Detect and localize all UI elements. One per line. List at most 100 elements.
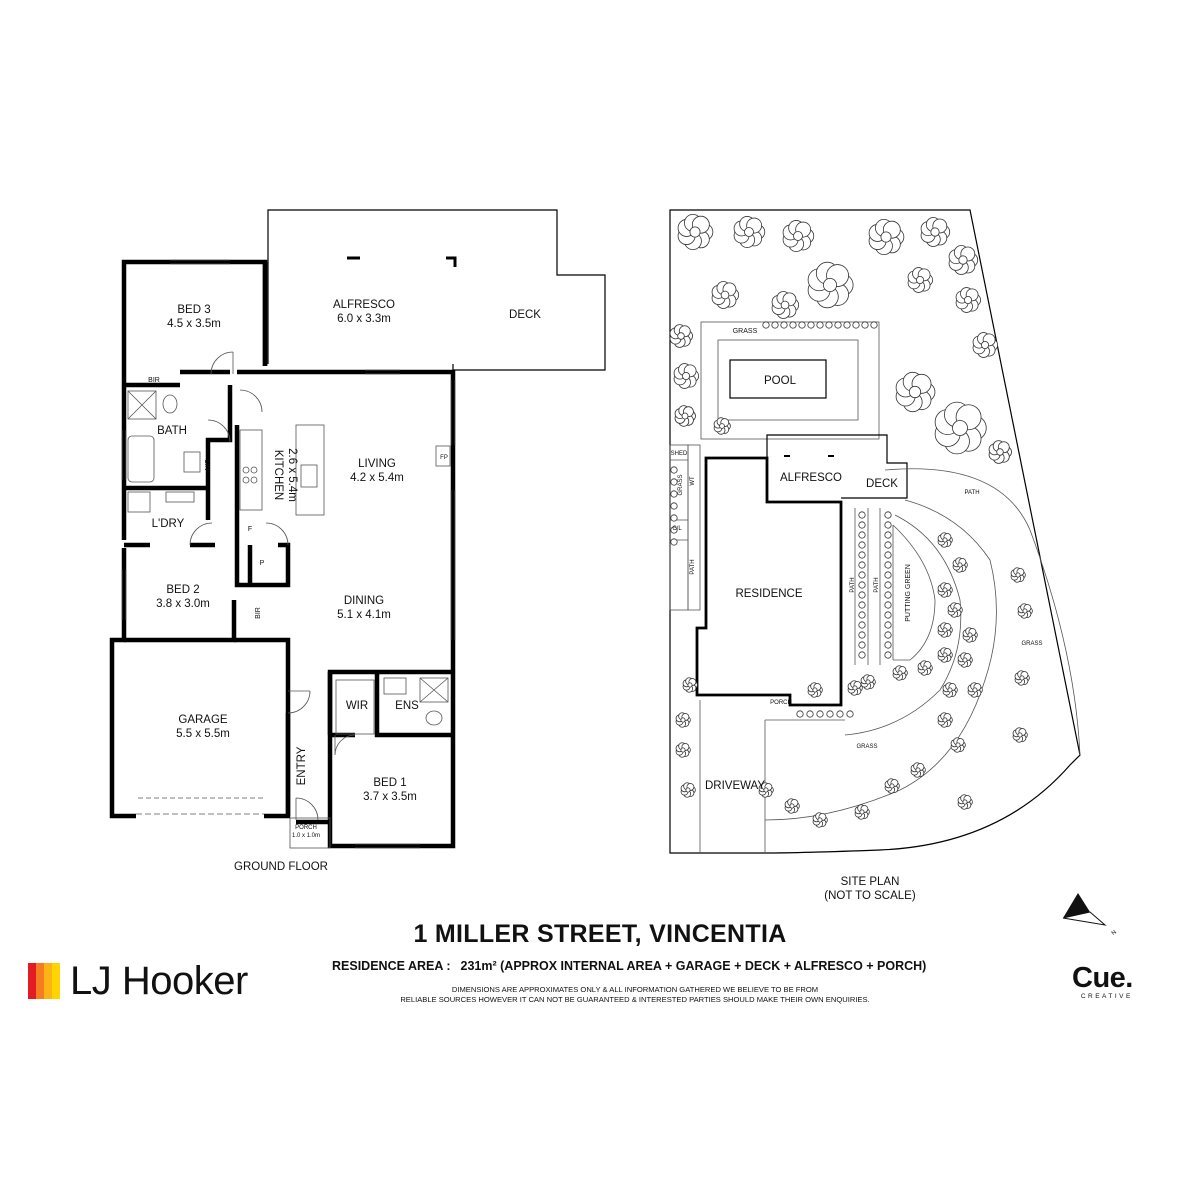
dining-dims: 5.1 x 4.1m: [337, 609, 391, 621]
hedge-icon: [884, 631, 892, 639]
tree-icon: [1017, 603, 1033, 619]
hedge-icon: [670, 478, 678, 486]
path-a-label: PATH: [850, 577, 856, 592]
hedge-icon: [884, 511, 892, 519]
hedge-icon: [858, 581, 866, 589]
dining-name: DINING: [344, 595, 384, 607]
hedge-icon: [670, 490, 678, 498]
tree-icon: [674, 405, 696, 427]
hedge-icon: [825, 321, 833, 329]
logo-bar-1: [28, 963, 36, 999]
tree-icon: [957, 652, 973, 668]
disclaimer: DIMENSIONS ARE APPROXIMATES ONLY & ALL I…: [400, 985, 870, 1004]
tree-icon: [937, 622, 953, 638]
hedge-icon: [884, 571, 892, 579]
tree-icon: [807, 682, 823, 698]
hedge-icon: [858, 571, 866, 579]
floor-caption: GROUND FLOOR: [234, 861, 328, 873]
shed-label: SHED: [671, 451, 688, 457]
hedge-icon: [798, 321, 806, 329]
tree-icon: [988, 440, 1012, 464]
path-b-label: PATH: [874, 577, 880, 592]
lin-label: LIN: [203, 460, 210, 471]
residence-label: RESIDENCE: [735, 588, 802, 600]
hedge-icon: [858, 651, 866, 659]
credit-sub: CREATIVE: [1080, 993, 1133, 1000]
laundry-label: L'DRY: [152, 518, 185, 530]
grass-top-label: GRASS: [733, 328, 758, 335]
hedge-icon: [884, 521, 892, 529]
tree-icon: [868, 218, 905, 256]
tree-icon: [807, 261, 854, 309]
tree-icon: [934, 401, 987, 455]
tree-icon: [711, 281, 740, 309]
tree-icon: [937, 712, 953, 728]
tree-icon: [955, 287, 981, 313]
tree-icon: [950, 737, 966, 753]
living-name: LIVING: [358, 458, 396, 470]
tree-icon: [782, 220, 815, 252]
hedge-icon: [807, 321, 815, 329]
hedge-icon: [858, 641, 866, 649]
alfresco-deck-outline: [267, 209, 606, 371]
putting-green-label: PUTTING GREEN: [905, 564, 912, 622]
tree-icon: [669, 324, 693, 348]
toilet-icon: [162, 394, 178, 414]
entry-label: ENTRY: [296, 746, 308, 785]
hedge-icon: [858, 631, 866, 639]
door-swing-icon: [189, 351, 356, 821]
credit-name: Cue.: [1072, 962, 1133, 994]
tree-icon: [680, 782, 696, 798]
site-deck-label: DECK: [866, 478, 898, 490]
hedge-icon: [789, 321, 797, 329]
tree-icon: [917, 660, 933, 676]
path-left-label: PATH: [690, 559, 696, 574]
hedge-icon: [670, 502, 678, 510]
bed1-dims: 3.7 x 3.5m: [363, 791, 417, 803]
logo-bar-2: [36, 963, 44, 999]
floor-labels: BED 3 4.5 x 3.5m ALFRESCO 6.0 x 3.3m DEC…: [148, 299, 541, 873]
bed1-name: BED 1: [373, 777, 406, 789]
tree-icon: [669, 213, 1033, 828]
wir-label: WIR: [346, 700, 368, 712]
tree-icon: [972, 332, 998, 358]
tree-icon: [675, 712, 691, 728]
hedge-icon: [884, 551, 892, 559]
tree-icon: [937, 647, 953, 663]
bed2-dims: 3.8 x 3.0m: [156, 598, 210, 610]
path-right-label: PATH: [964, 490, 979, 496]
living-dims: 4.2 x 5.4m: [350, 472, 404, 484]
cl-label: C/L: [672, 526, 682, 532]
tree-icon: [948, 245, 979, 275]
hedge-icon: [884, 561, 892, 569]
tree-icon: [884, 778, 900, 794]
grass-left-label: GRASS: [678, 474, 684, 495]
alfresco-name: ALFRESCO: [333, 299, 395, 311]
tree-icon: [854, 804, 870, 820]
hedge-icon: [870, 321, 878, 329]
north-arrow-icon: N: [1062, 893, 1118, 937]
site-caption-1: SITE PLAN: [841, 876, 900, 888]
hedge-icon: [884, 611, 892, 619]
hedge-icon: [858, 561, 866, 569]
hedge-icon: [858, 551, 866, 559]
tree-icon: [937, 582, 953, 598]
property-address: 1 MILLER STREET, VINCENTIA: [413, 920, 787, 948]
bir-label: BIR: [148, 377, 160, 384]
hedge-icon: [884, 581, 892, 589]
north-label: N: [1111, 930, 1118, 937]
logo-bar-3: [44, 963, 52, 999]
hedge-icon: [846, 710, 854, 718]
hedge-icon: [826, 710, 834, 718]
hedge-icon: [762, 321, 770, 329]
hedge-icon: [852, 321, 860, 329]
tree-icon: [812, 812, 828, 828]
cue-creative-logo: Cue. CREATIVE: [1072, 963, 1133, 1000]
hedge-icon: [884, 651, 892, 659]
brand-name: LJ Hooker: [70, 959, 248, 1003]
tree-icon: [673, 363, 699, 389]
hedge-icon: [884, 601, 892, 609]
pantry-label: P: [260, 560, 265, 567]
pool-label: POOL: [764, 375, 797, 387]
